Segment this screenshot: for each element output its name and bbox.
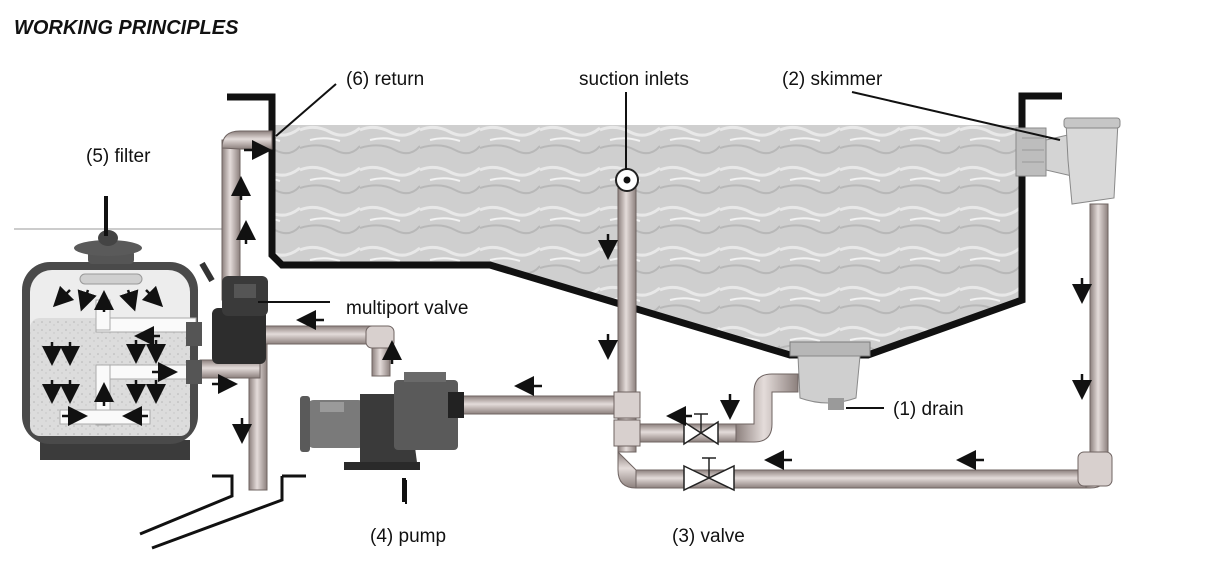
filter-label: (5) filter [86, 146, 151, 167]
flow-arrows [42, 140, 1092, 470]
drain-label: (1) drain [893, 399, 964, 420]
valve-label: (3) valve [672, 526, 745, 547]
main-drain [789, 341, 871, 410]
skimmer-label: (2) skimmer [782, 69, 883, 90]
drain-valve [683, 413, 719, 446]
leader-lines [258, 83, 1061, 504]
pool-water [275, 125, 1022, 352]
multiport-valve-body [199, 261, 268, 364]
diagram-title: WORKING PRINCIPLES [14, 17, 239, 39]
pool-wall [227, 92, 1062, 359]
pipework [199, 130, 1113, 491]
waste-outlet [139, 474, 306, 550]
sand-filter [22, 196, 202, 460]
suction-inlets-label: suction inlets [579, 69, 689, 90]
pump-label: (4) pump [370, 526, 446, 547]
skimmer [1015, 117, 1121, 205]
pump [300, 372, 464, 502]
multiport-valve-label: multiport valve [346, 298, 469, 319]
skimmer-valve [683, 457, 735, 492]
return-label: (6) return [346, 69, 424, 90]
